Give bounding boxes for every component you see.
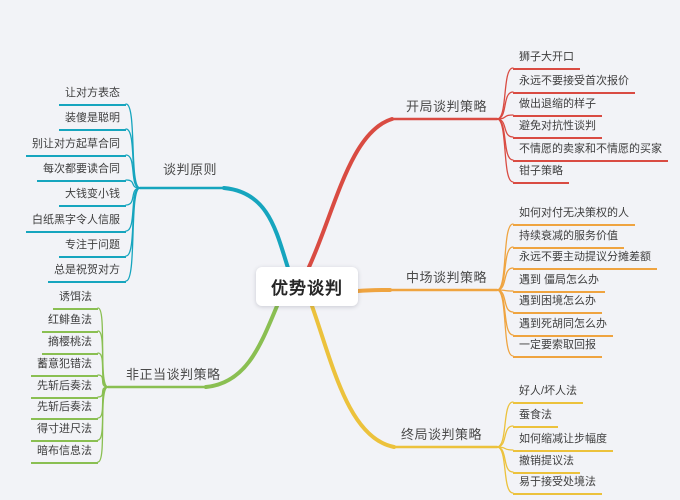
item-connector (125, 187, 141, 282)
topic-item[interactable]: 如何缩减让步幅度 (513, 432, 613, 452)
item-connector (97, 352, 109, 388)
topic-item[interactable]: 做出退缩的样子 (513, 97, 602, 117)
topic-item[interactable]: 先斩后奏法 (31, 379, 98, 399)
topic-item[interactable]: 遇到 僵局怎么办 (513, 273, 606, 293)
item-connector (496, 118, 514, 138)
main-curve (307, 117, 394, 269)
item-connector (496, 91, 514, 120)
branch-curve-principles (125, 103, 290, 282)
topic-item[interactable]: 永远不要接受首次报价 (513, 74, 635, 94)
topic-item[interactable]: 一定要索取回报 (513, 338, 602, 358)
topic-item[interactable]: 得寸进尺法 (31, 422, 98, 442)
topic-item[interactable]: 狮子大开口 (513, 50, 580, 70)
main-curve (310, 304, 396, 449)
branch-label-principles[interactable]: 谈判原则 (163, 162, 218, 177)
branch-label-endgame[interactable]: 终局谈判策略 (401, 427, 483, 442)
main-curve (222, 186, 290, 270)
topic-item[interactable]: 遇到死胡同怎么办 (513, 317, 613, 337)
branch-curve-endgame (310, 304, 514, 494)
topic-item[interactable]: 避免对抗性谈判 (513, 119, 602, 139)
topic-item[interactable]: 好人/坏人法 (513, 384, 584, 404)
item-connector (125, 154, 141, 189)
topic-item[interactable]: 红鲱鱼法 (42, 313, 98, 333)
topic-item[interactable]: 诱饵法 (53, 290, 98, 310)
main-curve (204, 304, 279, 389)
branch-label-midgame[interactable]: 中场谈判策略 (406, 270, 488, 285)
item-connector (496, 67, 514, 120)
topic-item[interactable]: 永远不要主动提议分摊差额 (513, 250, 657, 270)
topic-item[interactable]: 白纸黑字令人信服 (26, 213, 126, 233)
item-connector (496, 401, 514, 448)
item-connector (496, 267, 514, 291)
topic-item[interactable]: 每次都要读合同 (37, 162, 126, 182)
topic-item[interactable]: 如何对付无决策权的人 (513, 206, 635, 226)
topic-item[interactable]: 不情愿的卖家和不情愿的买家 (513, 142, 668, 162)
item-connector (496, 446, 514, 494)
item-connector (496, 425, 514, 448)
branch-curve-midgame (356, 223, 514, 357)
item-connector (97, 386, 109, 463)
topic-item[interactable]: 蚕食法 (513, 408, 558, 428)
topic-item[interactable]: 别让对方起草合同 (26, 137, 126, 157)
topic-item[interactable]: 遇到困境怎么办 (513, 294, 602, 314)
topic-item[interactable]: 总是祝贺对方 (48, 263, 126, 283)
main-curve (356, 288, 392, 293)
topic-item[interactable]: 蓄意犯错法 (31, 357, 98, 377)
topic-item[interactable]: 暗布信息法 (31, 444, 98, 464)
branch-curve-improper (97, 304, 279, 463)
topic-item[interactable]: 持续衰减的服务价值 (513, 229, 624, 249)
topic-item[interactable]: 先斩后奏法 (31, 400, 98, 420)
topic-item[interactable]: 装傻是聪明 (59, 111, 126, 131)
topic-item[interactable]: 大钱变小钱 (59, 187, 126, 207)
branch-label-improper[interactable]: 非正当谈判策略 (126, 367, 221, 382)
center-topic[interactable]: 优势谈判 (256, 267, 358, 306)
topic-item[interactable]: 专注于问题 (59, 238, 126, 258)
branch-curve-opening (307, 67, 514, 269)
item-connector (496, 289, 514, 357)
topic-item[interactable]: 易于接受处境法 (513, 475, 602, 495)
item-connector (496, 118, 514, 183)
topic-item[interactable]: 让对方表态 (59, 86, 126, 106)
branch-label-opening[interactable]: 开局谈判策略 (406, 99, 488, 114)
topic-item[interactable]: 钳子策略 (513, 164, 569, 184)
topic-item[interactable]: 摘樱桃法 (42, 335, 98, 355)
topic-item[interactable]: 撤销提议法 (513, 454, 580, 474)
item-connector (496, 114, 514, 120)
